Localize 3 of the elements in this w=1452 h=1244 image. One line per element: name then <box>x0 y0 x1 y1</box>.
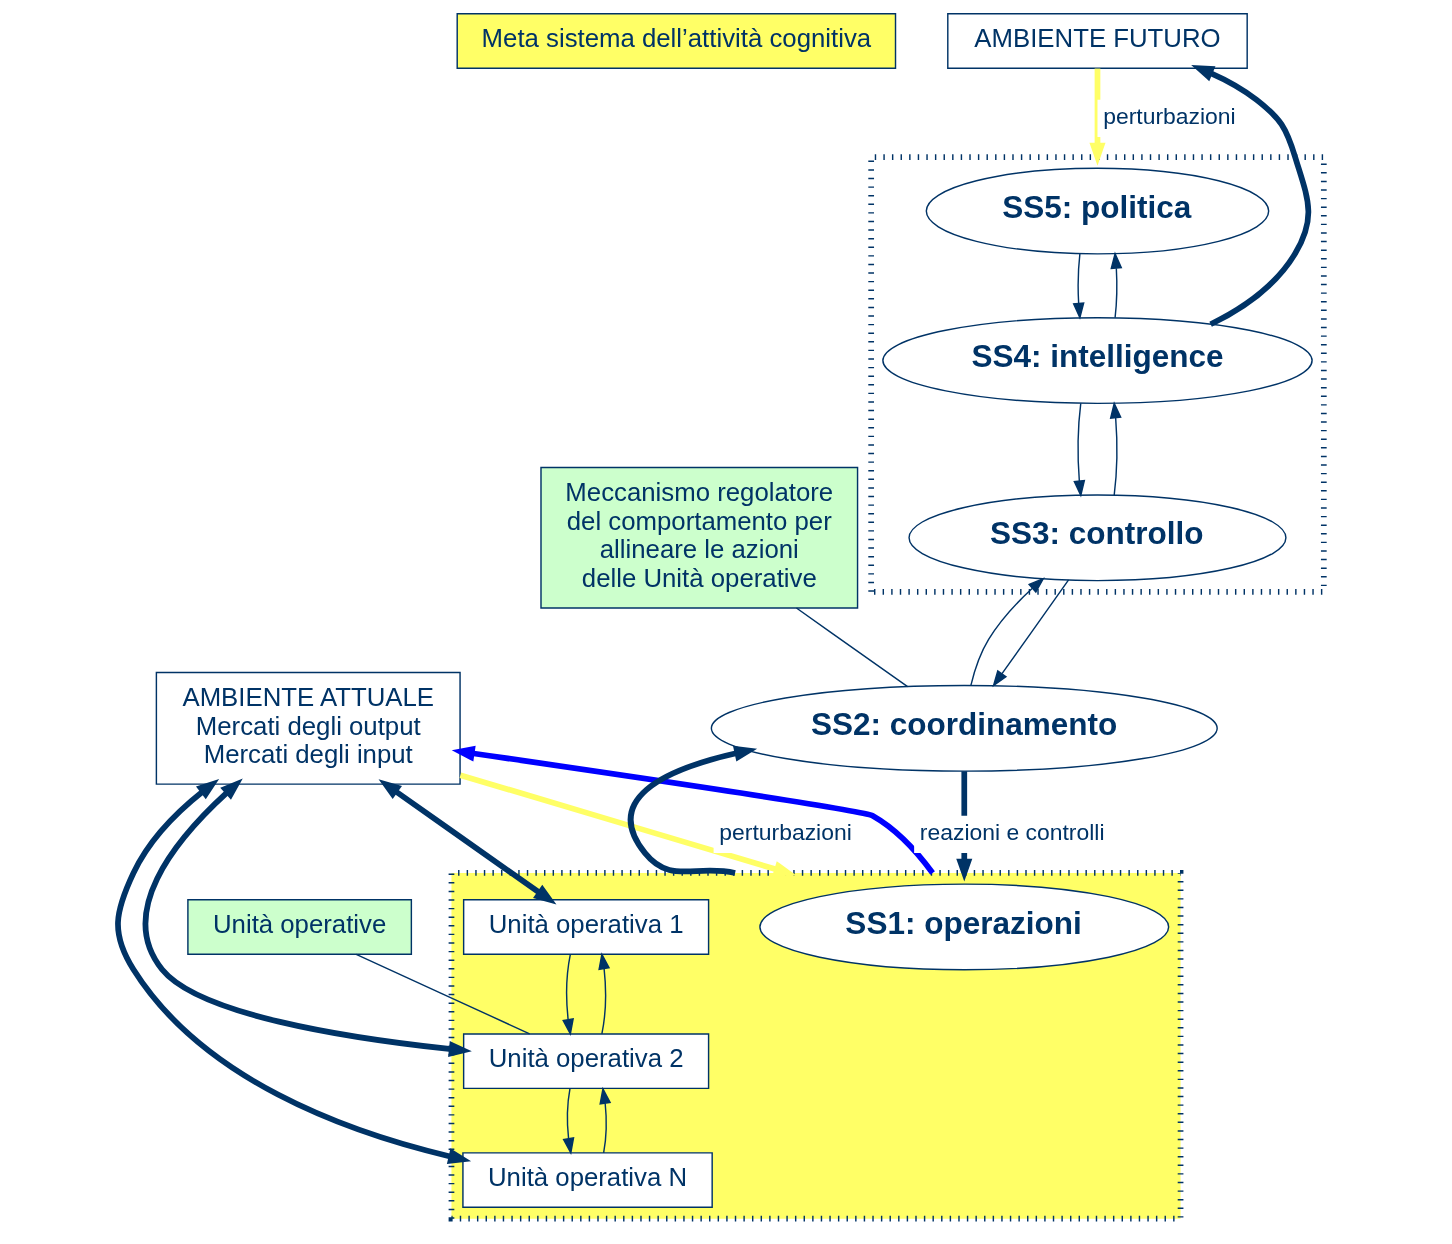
edge-label: reazioni e controlli <box>919 818 1104 845</box>
edge-label: perturbazioni <box>718 818 852 845</box>
edge-label: perturbazioni <box>1102 102 1236 129</box>
